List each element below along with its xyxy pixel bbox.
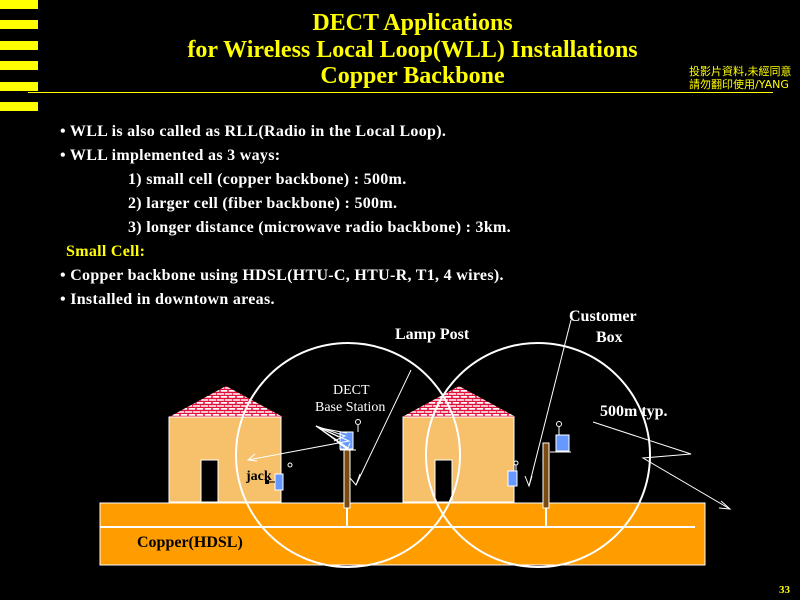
decor-stripe: [0, 102, 38, 111]
house-right: [402, 386, 516, 503]
section-heading: Small Cell:: [66, 243, 146, 260]
slide-title: DECT Applications for Wireless Local Loo…: [0, 10, 800, 90]
lamp-post-right: [542, 421, 571, 527]
bullet: • WLL implemented as 3 ways:: [60, 147, 281, 164]
title-line-1: DECT Applications: [312, 10, 513, 36]
title-line-2: for Wireless Local Loop(WLL) Installatio…: [187, 36, 638, 63]
ground-copper: [99, 502, 706, 566]
house-left: [168, 386, 283, 503]
decor-stripe: [0, 0, 38, 9]
copper-label: Copper(HDSL): [137, 534, 243, 551]
coverage-circle-right: [425, 342, 651, 568]
coverage-circle-left: [235, 342, 461, 568]
bullet: • WLL is also called as RLL(Radio in the…: [60, 123, 447, 140]
sub-bullet: 2) larger cell (fiber backbone) : 500m.: [128, 195, 398, 212]
antenna-icon: [355, 419, 361, 425]
sub-bullet: 1) small cell (copper backbone) : 500m.: [128, 171, 407, 188]
decor-stripe: [0, 20, 38, 29]
customer-box: [507, 460, 519, 487]
sub-bullet: 3) longer distance (microwave radio back…: [128, 219, 511, 236]
bullet: • Installed in downtown areas.: [60, 291, 275, 308]
decor-stripe: [0, 41, 38, 50]
page-number: 33: [779, 584, 790, 596]
bullet: • Copper backbone using HDSL(HTU-C, HTU-…: [60, 267, 504, 284]
customer-box-label-1: Customer: [569, 308, 637, 325]
decor-stripe: [0, 61, 38, 70]
jack-label: jack: [245, 469, 272, 484]
range-label: 500m typ.: [600, 403, 668, 420]
notice-line-1: 投影片資料,未經同意: [689, 65, 792, 78]
lamp-post-label: Lamp Post: [395, 326, 470, 343]
jack-device: jack: [245, 462, 293, 491]
dect-label-2: Base Station: [315, 400, 385, 415]
decor-stripe: [0, 82, 38, 91]
antenna-icon: [556, 421, 562, 427]
customer-box-label-2: Box: [596, 329, 623, 346]
arrows: [246, 319, 732, 510]
dect-label-1: DECT: [333, 383, 370, 398]
copyright-notice: 投影片資料,未經同意 請勿翻印使用/YANG: [689, 65, 792, 91]
title-line-3: Copper Backbone: [320, 63, 505, 89]
title-divider: [28, 92, 773, 93]
base-station-icon: [555, 434, 570, 452]
notice-line-2: 請勿翻印使用/YANG: [689, 78, 789, 91]
